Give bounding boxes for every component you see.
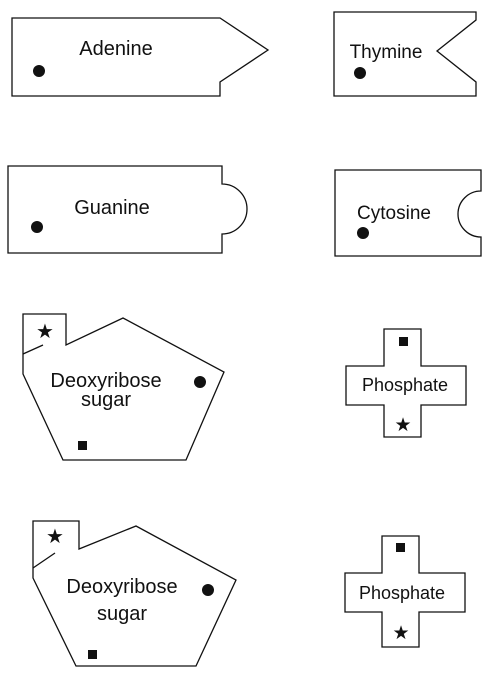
thymine-piece: Thymine — [333, 11, 477, 97]
sugar2-star-icon: ★ — [46, 524, 64, 548]
cytosine-dot — [357, 227, 369, 239]
adenine-label: Adenine — [79, 38, 152, 60]
phosphate2-star-icon: ★ — [392, 622, 409, 644]
adenine-piece: Adenine — [11, 17, 270, 97]
sugar2-label-line2: sugar — [97, 603, 147, 625]
sugar2-square — [88, 650, 97, 659]
thymine-dot — [354, 67, 366, 79]
phosphate-piece-1: ★ Phosphate — [345, 328, 467, 438]
sugar1-dot — [194, 376, 206, 388]
phosphate2-square — [396, 543, 405, 552]
sugar2-dot — [202, 584, 214, 596]
cytosine-label: Cytosine — [357, 203, 431, 224]
phosphate-piece-2: ★ Phosphate — [344, 535, 466, 648]
sugar1-square — [78, 441, 87, 450]
sugar2-label-line1: Deoxyribose — [66, 576, 177, 598]
thymine-label: Thymine — [350, 42, 423, 63]
cytosine-piece: Cytosine — [334, 169, 482, 257]
guanine-dot — [31, 221, 43, 233]
phosphate1-square — [399, 337, 408, 346]
phosphate1-label: Phosphate — [362, 375, 448, 395]
guanine-label: Guanine — [74, 197, 150, 219]
sugar1-star-icon: ★ — [36, 319, 54, 343]
phosphate1-star-icon: ★ — [394, 414, 411, 436]
deoxyribose-sugar-piece-2: ★ Deoxyribose sugar — [32, 520, 237, 667]
sugar1-label-line1: Deoxyribose — [50, 370, 161, 392]
deoxyribose-sugar-piece-1: ★ Deoxyribose sugar — [22, 313, 225, 461]
adenine-dot — [33, 65, 45, 77]
phosphate2-label: Phosphate — [359, 583, 445, 603]
guanine-piece: Guanine — [7, 165, 248, 254]
sugar1-label-line2: sugar — [81, 389, 131, 411]
